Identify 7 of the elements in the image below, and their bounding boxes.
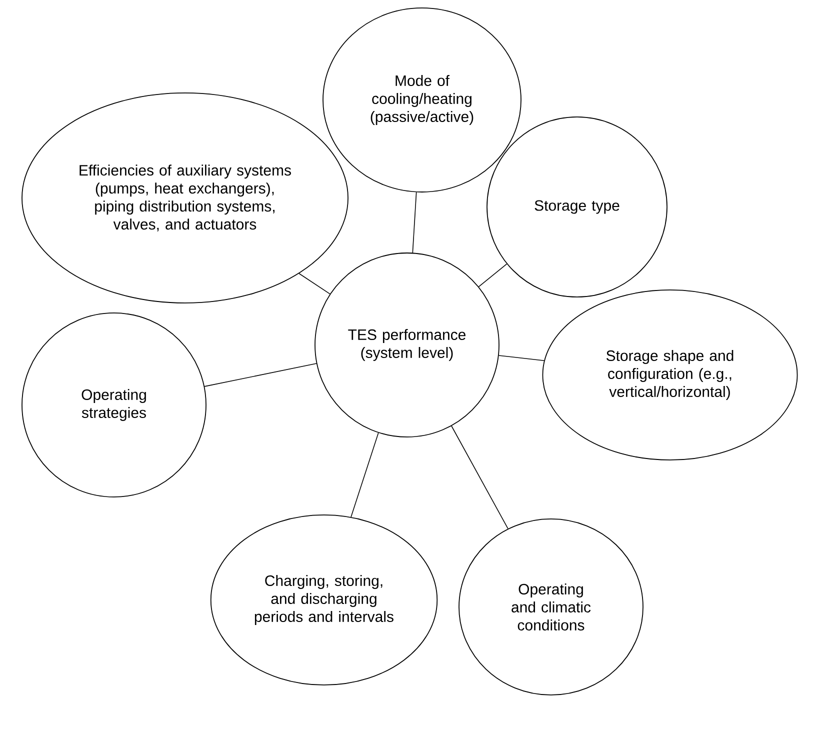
connector-line (478, 264, 508, 288)
connector-line (451, 426, 508, 530)
connector-line (204, 363, 317, 387)
connector-line (498, 355, 544, 362)
connector-line (412, 192, 417, 254)
connector-line (350, 432, 379, 518)
connector-line (298, 273, 330, 294)
